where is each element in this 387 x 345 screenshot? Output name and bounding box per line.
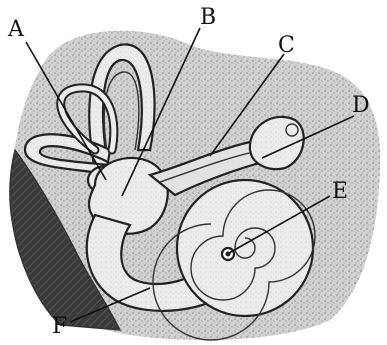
label-a: A — [7, 17, 25, 42]
label-c: C — [278, 33, 295, 58]
label-b: B — [200, 5, 216, 30]
label-f: F — [52, 314, 67, 339]
label-e: E — [332, 179, 348, 204]
label-d: D — [352, 93, 370, 118]
